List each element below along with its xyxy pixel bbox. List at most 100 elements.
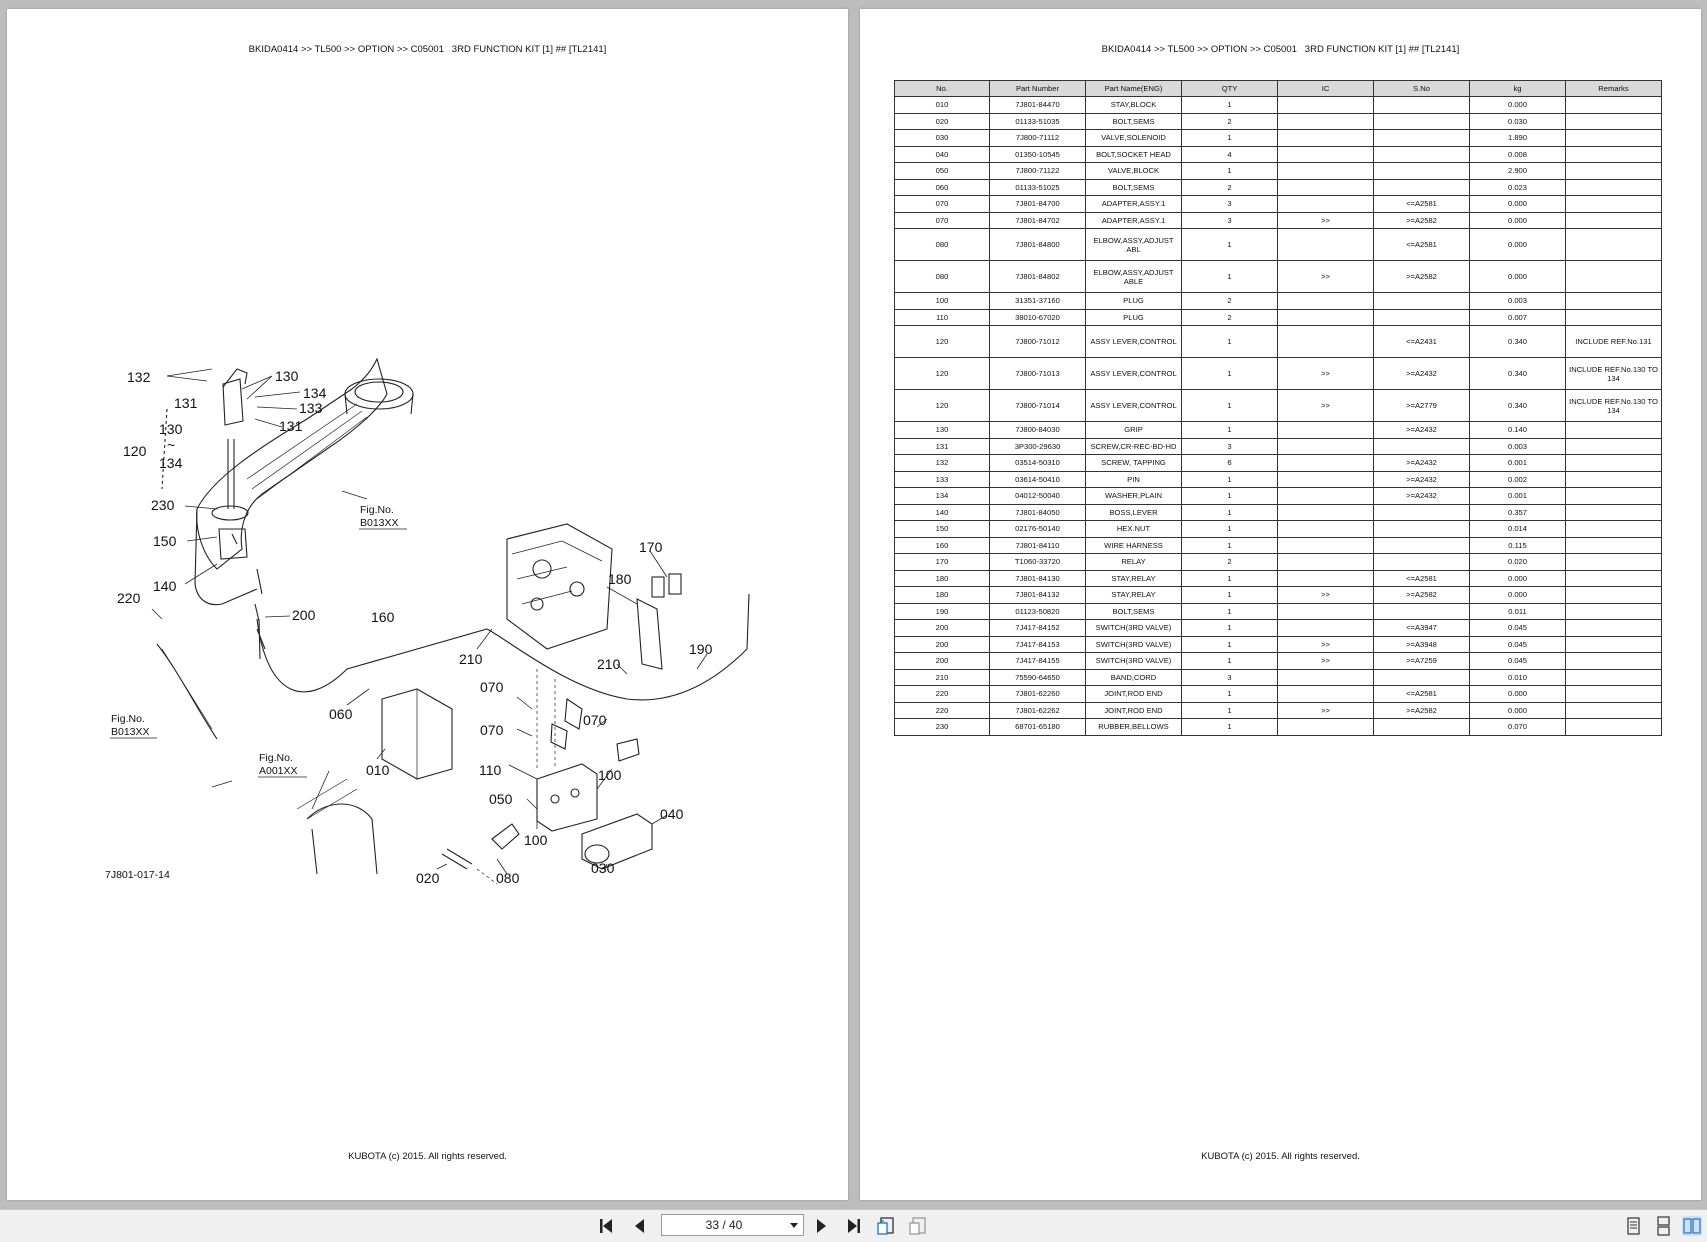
table-cell: >=A2432	[1373, 454, 1470, 472]
table-cell: 68701-65180	[989, 718, 1086, 736]
table-cell	[1277, 685, 1374, 703]
callout-label: 190	[689, 641, 713, 657]
table-cell: 010	[894, 96, 990, 114]
table-cell: 160	[894, 536, 990, 554]
table-cell	[1277, 602, 1374, 620]
table-cell	[1277, 718, 1374, 736]
right-page: BKIDA0414 >> TL500 >> OPTION >> C05001 3…	[860, 9, 1701, 1200]
page-dropdown-icon[interactable]	[785, 1215, 803, 1235]
first-page-icon[interactable]	[597, 1216, 617, 1236]
table-cell: 1	[1181, 503, 1278, 521]
single-page-view-icon[interactable]	[1623, 1216, 1643, 1236]
continuous-view-icon[interactable]	[1653, 1216, 1673, 1236]
callout-label: 134	[159, 455, 183, 471]
callout-label: 220	[117, 590, 141, 606]
table-cell: STAY,RELAY	[1085, 569, 1182, 587]
table-cell: ELBOW,ASSY,ADJUST ABL	[1085, 228, 1182, 261]
table-cell: 2	[1181, 178, 1278, 196]
callout-label: 060	[329, 706, 353, 722]
callout-label: 134	[303, 385, 327, 401]
table-cell	[1373, 553, 1470, 571]
callout-label: 131	[279, 418, 303, 434]
table-cell	[1277, 487, 1374, 505]
table-cell	[1373, 536, 1470, 554]
table-cell: JOINT,ROD END	[1085, 701, 1182, 719]
table-cell: 3	[1181, 195, 1278, 213]
table-cell: 100	[894, 292, 990, 310]
fit-page-icon[interactable]	[876, 1216, 896, 1236]
table-cell	[1565, 96, 1662, 114]
table-cell: 1	[1181, 129, 1278, 147]
table-cell: 210	[894, 668, 990, 686]
table-cell: 1.890	[1469, 129, 1566, 147]
table-cell: 0.000	[1469, 211, 1566, 229]
callout-label: 050	[489, 791, 513, 807]
table-cell: 01123-50820	[989, 602, 1086, 620]
table-cell: 0.000	[1469, 228, 1566, 261]
prev-page-icon[interactable]	[630, 1216, 650, 1236]
table-cell	[1277, 162, 1374, 180]
table-cell: 220	[894, 685, 990, 703]
table-cell: >>	[1277, 260, 1374, 293]
table-cell: 1	[1181, 389, 1278, 422]
table-cell	[1277, 520, 1374, 538]
table-cell: <=A2581	[1373, 228, 1470, 261]
table-cell: 0.020	[1469, 553, 1566, 571]
callout-label: 100	[598, 767, 622, 783]
table-cell: 0.000	[1469, 685, 1566, 703]
fig-ref-label: Fig.No.	[360, 504, 394, 516]
table-cell: >>	[1277, 635, 1374, 653]
table-cell: >>	[1277, 357, 1374, 390]
table-cell: 070	[894, 195, 990, 213]
table-cell: WASHER,PLAIN	[1085, 487, 1182, 505]
table-cell: STAY,RELAY	[1085, 586, 1182, 604]
table-cell: 0.140	[1469, 421, 1566, 439]
table-cell: 130	[894, 421, 990, 439]
table-cell: 7J801-84130	[989, 569, 1086, 587]
table-cell: 0.357	[1469, 503, 1566, 521]
table-cell: 7J417-84155	[989, 652, 1086, 670]
table-cell: BOSS,LEVER	[1085, 503, 1182, 521]
table-cell	[1277, 129, 1374, 147]
table-cell: BAND,CORD	[1085, 668, 1182, 686]
table-cell: >=A2432	[1373, 421, 1470, 439]
table-cell	[1373, 96, 1470, 114]
callout-label: 131	[174, 395, 198, 411]
table-cell: <=A2581	[1373, 685, 1470, 703]
fit-width-icon[interactable]	[908, 1216, 928, 1236]
page-number-box[interactable]	[661, 1214, 804, 1236]
last-page-icon[interactable]	[843, 1216, 863, 1236]
table-cell: 7J801-84802	[989, 260, 1086, 293]
callout-label: 132	[127, 369, 151, 385]
table-cell	[1277, 536, 1374, 554]
table-cell	[1565, 308, 1662, 326]
table-cell	[1565, 260, 1662, 293]
table-cell: 31351-37160	[989, 292, 1086, 310]
table-cell: ADAPTER,ASSY.1	[1085, 195, 1182, 213]
table-cell: 0.003	[1469, 292, 1566, 310]
page-number-input[interactable]	[662, 1215, 786, 1235]
table-cell: 180	[894, 569, 990, 587]
table-cell	[1565, 437, 1662, 455]
next-page-icon[interactable]	[811, 1216, 831, 1236]
table-cell: >=A3948	[1373, 635, 1470, 653]
drawing-number: 7J801-017-14	[105, 869, 170, 881]
table-cell: ELBOW,ASSY,ADJUST ABLE	[1085, 260, 1182, 293]
two-page-view-icon[interactable]	[1682, 1216, 1702, 1236]
table-cell	[1565, 145, 1662, 163]
table-cell	[1277, 619, 1374, 637]
table-cell	[1373, 129, 1470, 147]
callout-label: 010	[366, 762, 390, 778]
table-cell	[1565, 701, 1662, 719]
table-header-row: No. Part Number Part Name(ENG) QTY IC S.…	[894, 80, 1662, 97]
table-cell: >=A7259	[1373, 652, 1470, 670]
table-cell: 01133-51035	[989, 112, 1086, 130]
table-cell: INCLUDE REF.No.131	[1565, 325, 1662, 358]
table-cell: 2.900	[1469, 162, 1566, 180]
table-cell	[1373, 145, 1470, 163]
table-cell: 0.030	[1469, 112, 1566, 130]
table-cell: JOINT,ROD END	[1085, 685, 1182, 703]
